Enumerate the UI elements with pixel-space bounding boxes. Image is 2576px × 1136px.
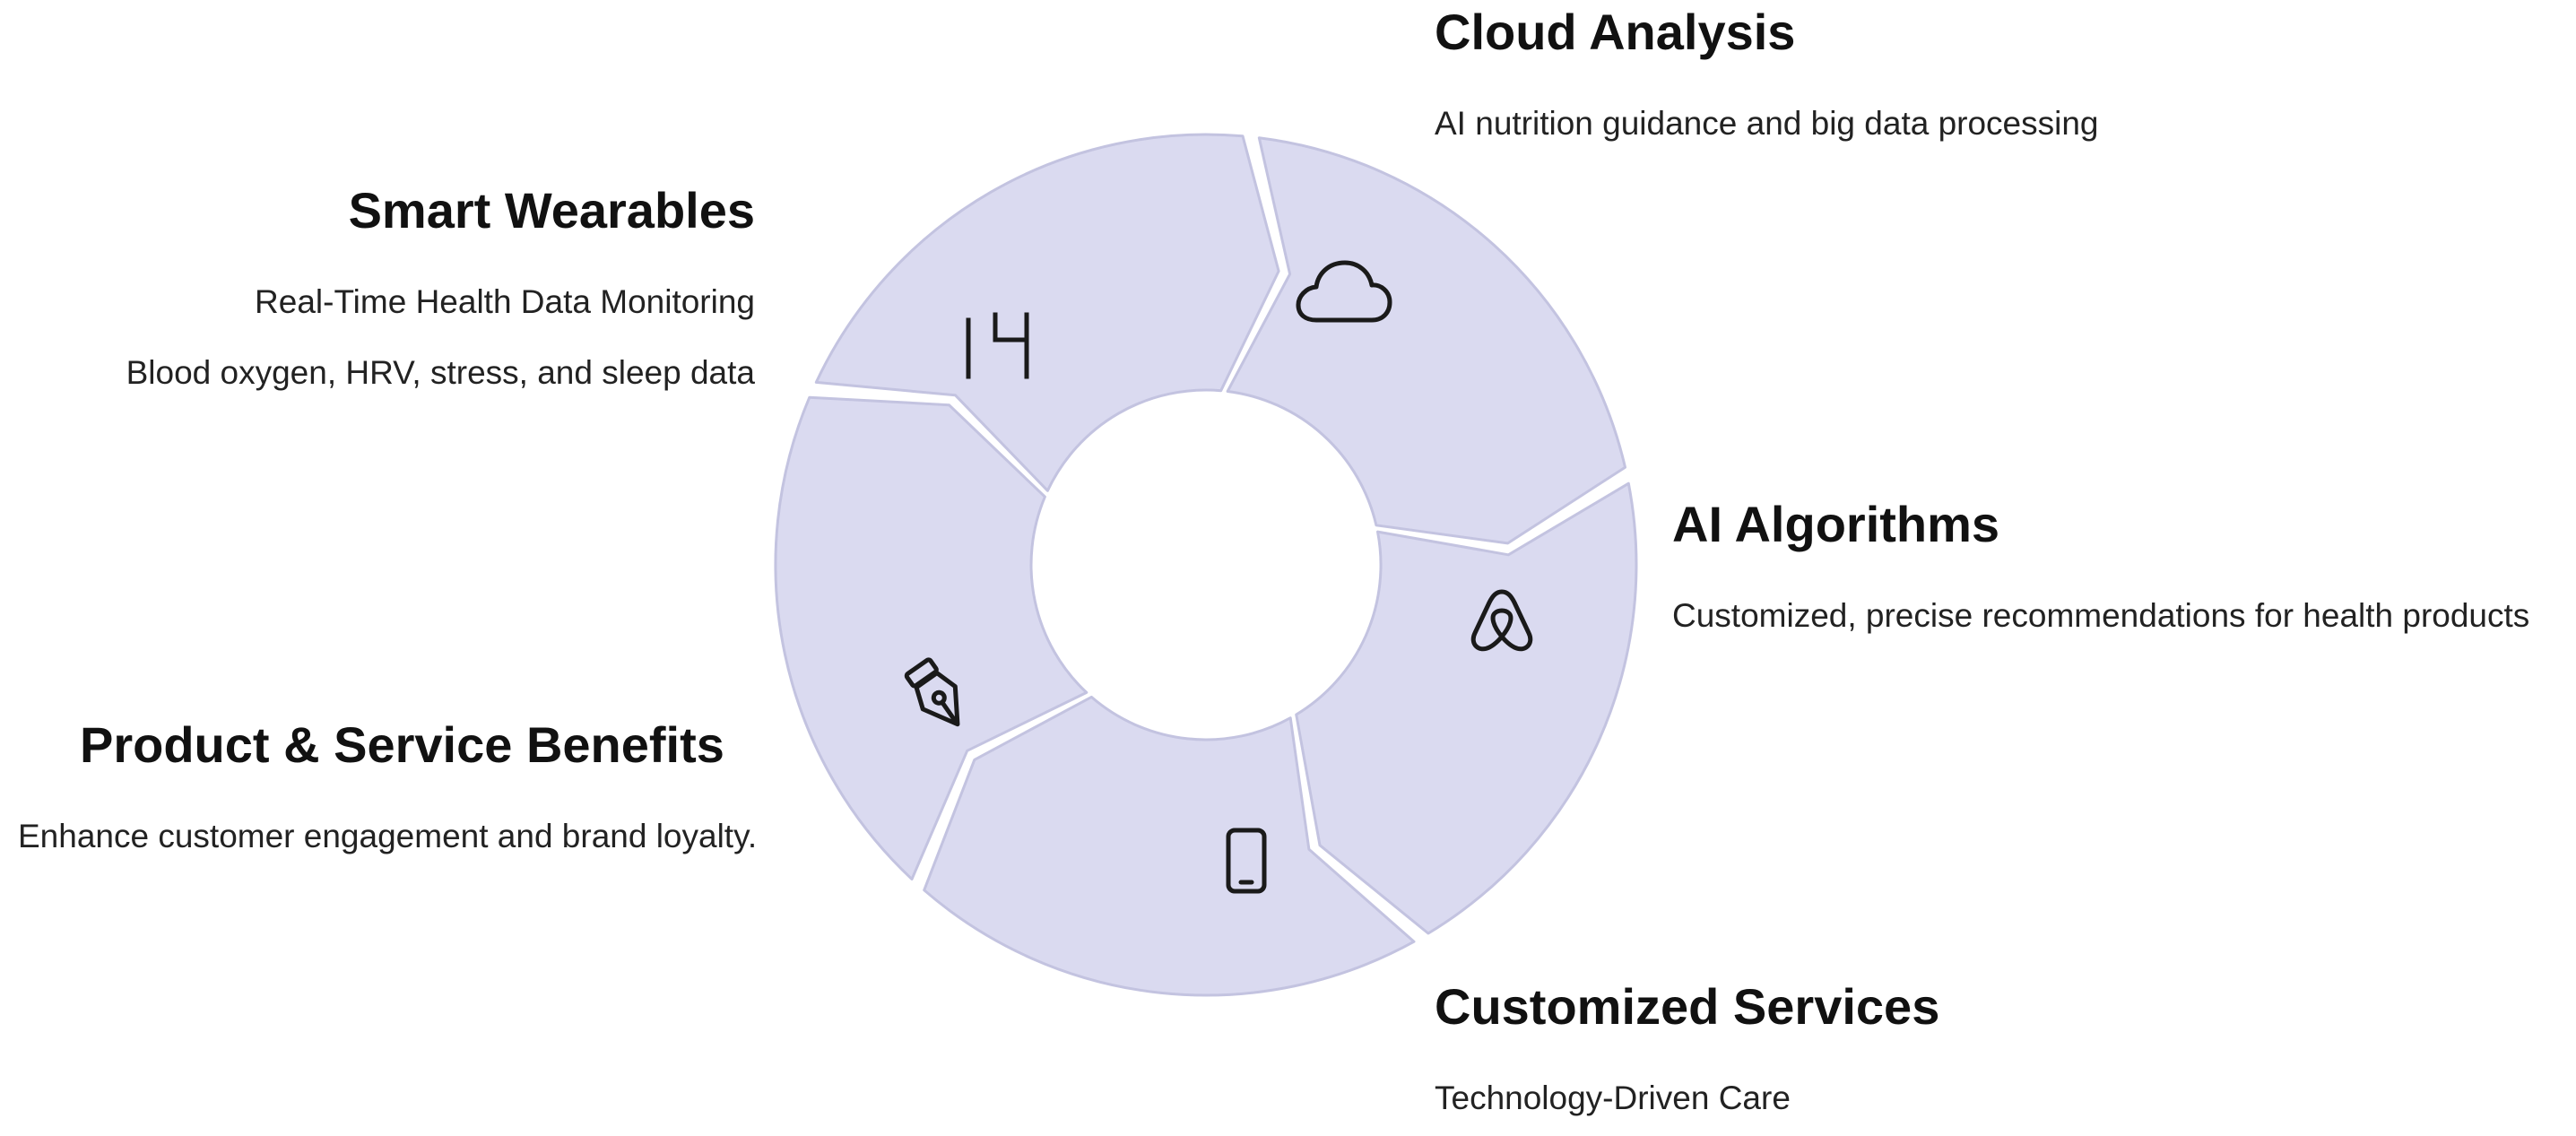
cloud-analysis-label: Cloud Analysis AI nutrition guidance and… (1435, 4, 2099, 144)
ai-algorithms-label: AI Algorithms Customized, precise recomm… (1672, 496, 2529, 637)
product-benefits-label: Product & Service Benefits Enhance custo… (18, 716, 757, 857)
smart-wearables-line-2: Blood oxygen, HRV, stress, and sleep dat… (126, 353, 755, 391)
cycle-segments (774, 133, 1638, 997)
segment-smart-wearables (814, 133, 1280, 492)
airbnb-logo-icon (1470, 589, 1533, 652)
customized-services-title: Customized Services (1435, 978, 1940, 1035)
smart-wearables-line-1: Real-Time Health Data Monitoring (255, 283, 755, 321)
product-benefits-line-1: Enhance customer engagement and brand lo… (18, 818, 758, 855)
smart-wearables-label: Smart Wearables Real-Time Health Data Mo… (126, 182, 755, 423)
watch-digit-icon (966, 312, 1029, 379)
customized-services-label: Customized Services Technology-Driven Ca… (1435, 978, 1939, 1119)
ai-algorithms-title: AI Algorithms (1672, 496, 2000, 552)
cloud-icon (1296, 260, 1392, 323)
segment-cloud-analysis (1226, 136, 1626, 545)
pen-nib-icon (904, 657, 960, 727)
cloud-analysis-line-1: AI nutrition guidance and big data proce… (1435, 105, 2099, 143)
smart-wearables-title: Smart Wearables (348, 182, 755, 238)
smartphone-icon (1226, 828, 1267, 894)
ai-algorithms-line-1: Customized, precise recommendations for … (1672, 597, 2530, 635)
product-benefits-title: Product & Service Benefits (80, 716, 724, 773)
segment-product-benefits (774, 395, 1089, 880)
cloud-analysis-title: Cloud Analysis (1435, 4, 1796, 60)
segment-ai-algorithms (1295, 481, 1638, 935)
customized-services-line-1: Technology-Driven Care (1435, 1080, 1791, 1117)
segment-customized-services (923, 695, 1416, 997)
